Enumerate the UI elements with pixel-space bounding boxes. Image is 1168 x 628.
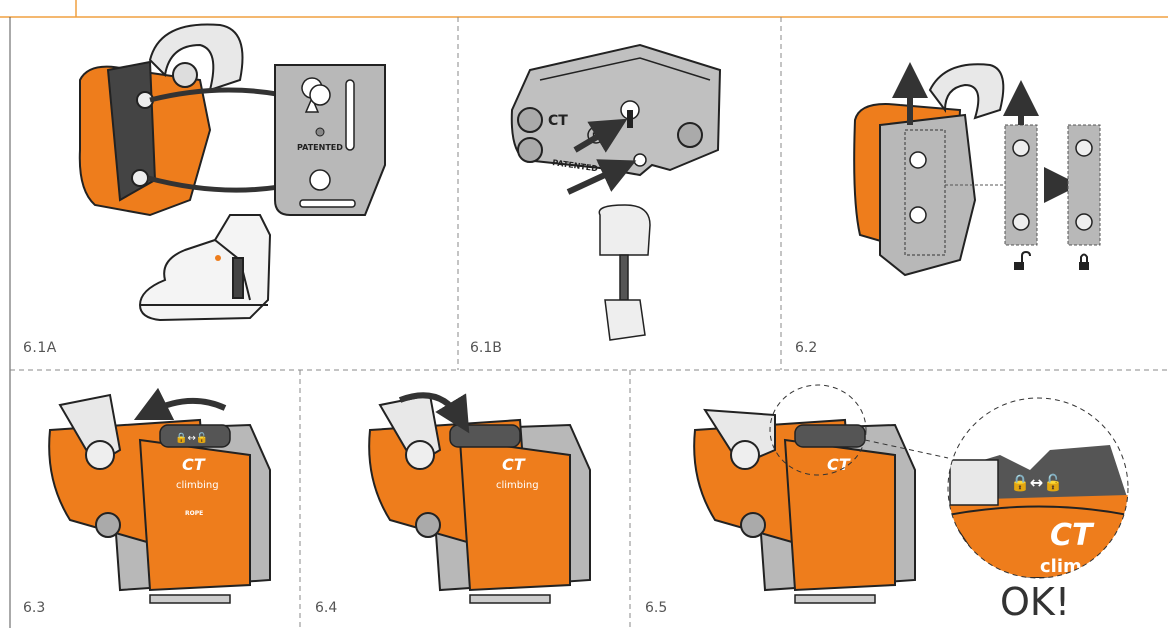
device-6-5: CT: [693, 408, 916, 604]
lock-open-icon: [1014, 250, 1031, 270]
ok-text: OK!: [1000, 580, 1070, 624]
lock-closed-icon: [1079, 253, 1089, 270]
svg-text:CT: CT: [182, 455, 206, 474]
metal-plate-side: [510, 43, 722, 177]
svg-text:ROPE: ROPE: [185, 510, 203, 517]
label-6-1a: 6.1A: [23, 340, 57, 356]
arrow-lower-b: [566, 159, 637, 195]
panel-6-1a: PATENTED 6.1A: [23, 23, 386, 356]
svg-text:CT: CT: [502, 455, 526, 474]
svg-text:🔒↔🔓: 🔒↔🔓: [1010, 473, 1063, 492]
svg-text:🔒↔🔓: 🔒↔🔓: [175, 431, 208, 444]
device-6-4: CT climbing: [368, 393, 591, 604]
metal-plate: [274, 64, 386, 216]
svg-text:CT: CT: [1050, 518, 1095, 553]
svg-text:climbing: climbing: [176, 480, 219, 491]
boot-illustration: [138, 214, 272, 322]
curved-arrow-icon-2: [398, 392, 470, 434]
patented-text-a: PATENTED: [297, 143, 343, 152]
panel-6-3: 🔒↔🔓 CT climbing ROPE 6.3: [23, 387, 271, 616]
metal-plate-2: [879, 113, 977, 277]
label-6-1b: 6.1B: [470, 340, 502, 356]
label-6-2: 6.2: [795, 340, 817, 356]
zoom-source-circle: [769, 384, 867, 476]
device-6-3: 🔒↔🔓 CT climbing ROPE: [48, 393, 271, 604]
svg-text:CT: CT: [827, 455, 851, 474]
ct-mark-b: CT: [548, 113, 568, 129]
panel-6-5: CT 🔒↔🔓 CT clim OK! 6.5: [645, 384, 1129, 624]
label-6-4: 6.4: [315, 600, 337, 616]
panel-dividers: [10, 17, 1168, 628]
panel-6-4: CT climbing 6.4: [315, 392, 591, 616]
leg-illustration: [598, 204, 651, 341]
svg-text:clim: clim: [1040, 556, 1082, 577]
label-6-3: 6.3: [23, 600, 45, 616]
curved-arrow-icon: [133, 387, 227, 421]
label-6-5: 6.5: [645, 600, 667, 616]
panel-6-2: 6.2: [795, 62, 1101, 356]
arrow-upper-b: [573, 118, 628, 153]
svg-text:climbing: climbing: [496, 480, 539, 491]
zoom-detail: 🔒↔🔓 CT clim: [947, 397, 1129, 579]
panel-6-1b: CT R PATENTED 6.1B: [470, 43, 722, 356]
device-ring: [148, 23, 244, 92]
